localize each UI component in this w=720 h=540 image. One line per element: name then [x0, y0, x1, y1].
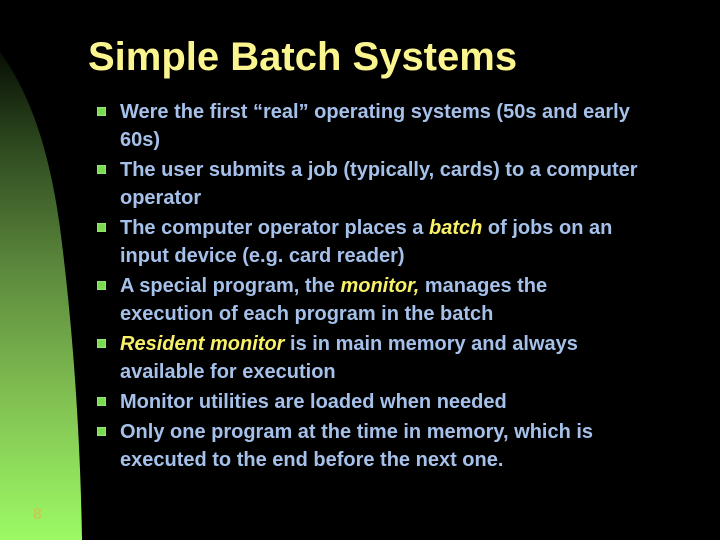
- bullet-marker-icon: [97, 427, 106, 436]
- bullet-marker-icon: [97, 339, 106, 348]
- list-item: Resident monitor is in main memory and a…: [97, 330, 707, 386]
- bullet-marker-icon: [97, 107, 106, 116]
- bullet-marker-icon: [97, 281, 106, 290]
- list-item: Monitor utilities are loaded when needed: [97, 388, 707, 416]
- bullet-text: Were the first “real” operating systems …: [120, 101, 630, 151]
- bullet-text: Monitor utilities are loaded when needed: [120, 391, 507, 413]
- bullet-marker-icon: [97, 223, 106, 232]
- slide-title: Simple Batch Systems: [88, 35, 518, 79]
- bullet-text: Only one program at the time in memory, …: [120, 421, 594, 471]
- bullet-marker-icon: [97, 397, 106, 406]
- bullet-text: A special program, the monitor, manages …: [120, 275, 548, 325]
- list-item: The user submits a job (typically, cards…: [97, 156, 707, 212]
- green-swoosh-decoration: [0, 52, 82, 540]
- bullet-list: Were the first “real” operating systems …: [97, 98, 707, 476]
- list-item: The computer operator places a batch of …: [97, 214, 707, 270]
- list-item: Were the first “real” operating systems …: [97, 98, 707, 154]
- page-number: 8: [33, 506, 42, 523]
- bullet-text: Resident monitor is in main memory and a…: [120, 333, 578, 383]
- bullet-text: The computer operator places a batch of …: [120, 217, 613, 267]
- list-item: Only one program at the time in memory, …: [97, 418, 707, 474]
- list-item: A special program, the monitor, manages …: [97, 272, 707, 328]
- bullet-marker-icon: [97, 165, 106, 174]
- bullet-text: The user submits a job (typically, cards…: [120, 159, 638, 209]
